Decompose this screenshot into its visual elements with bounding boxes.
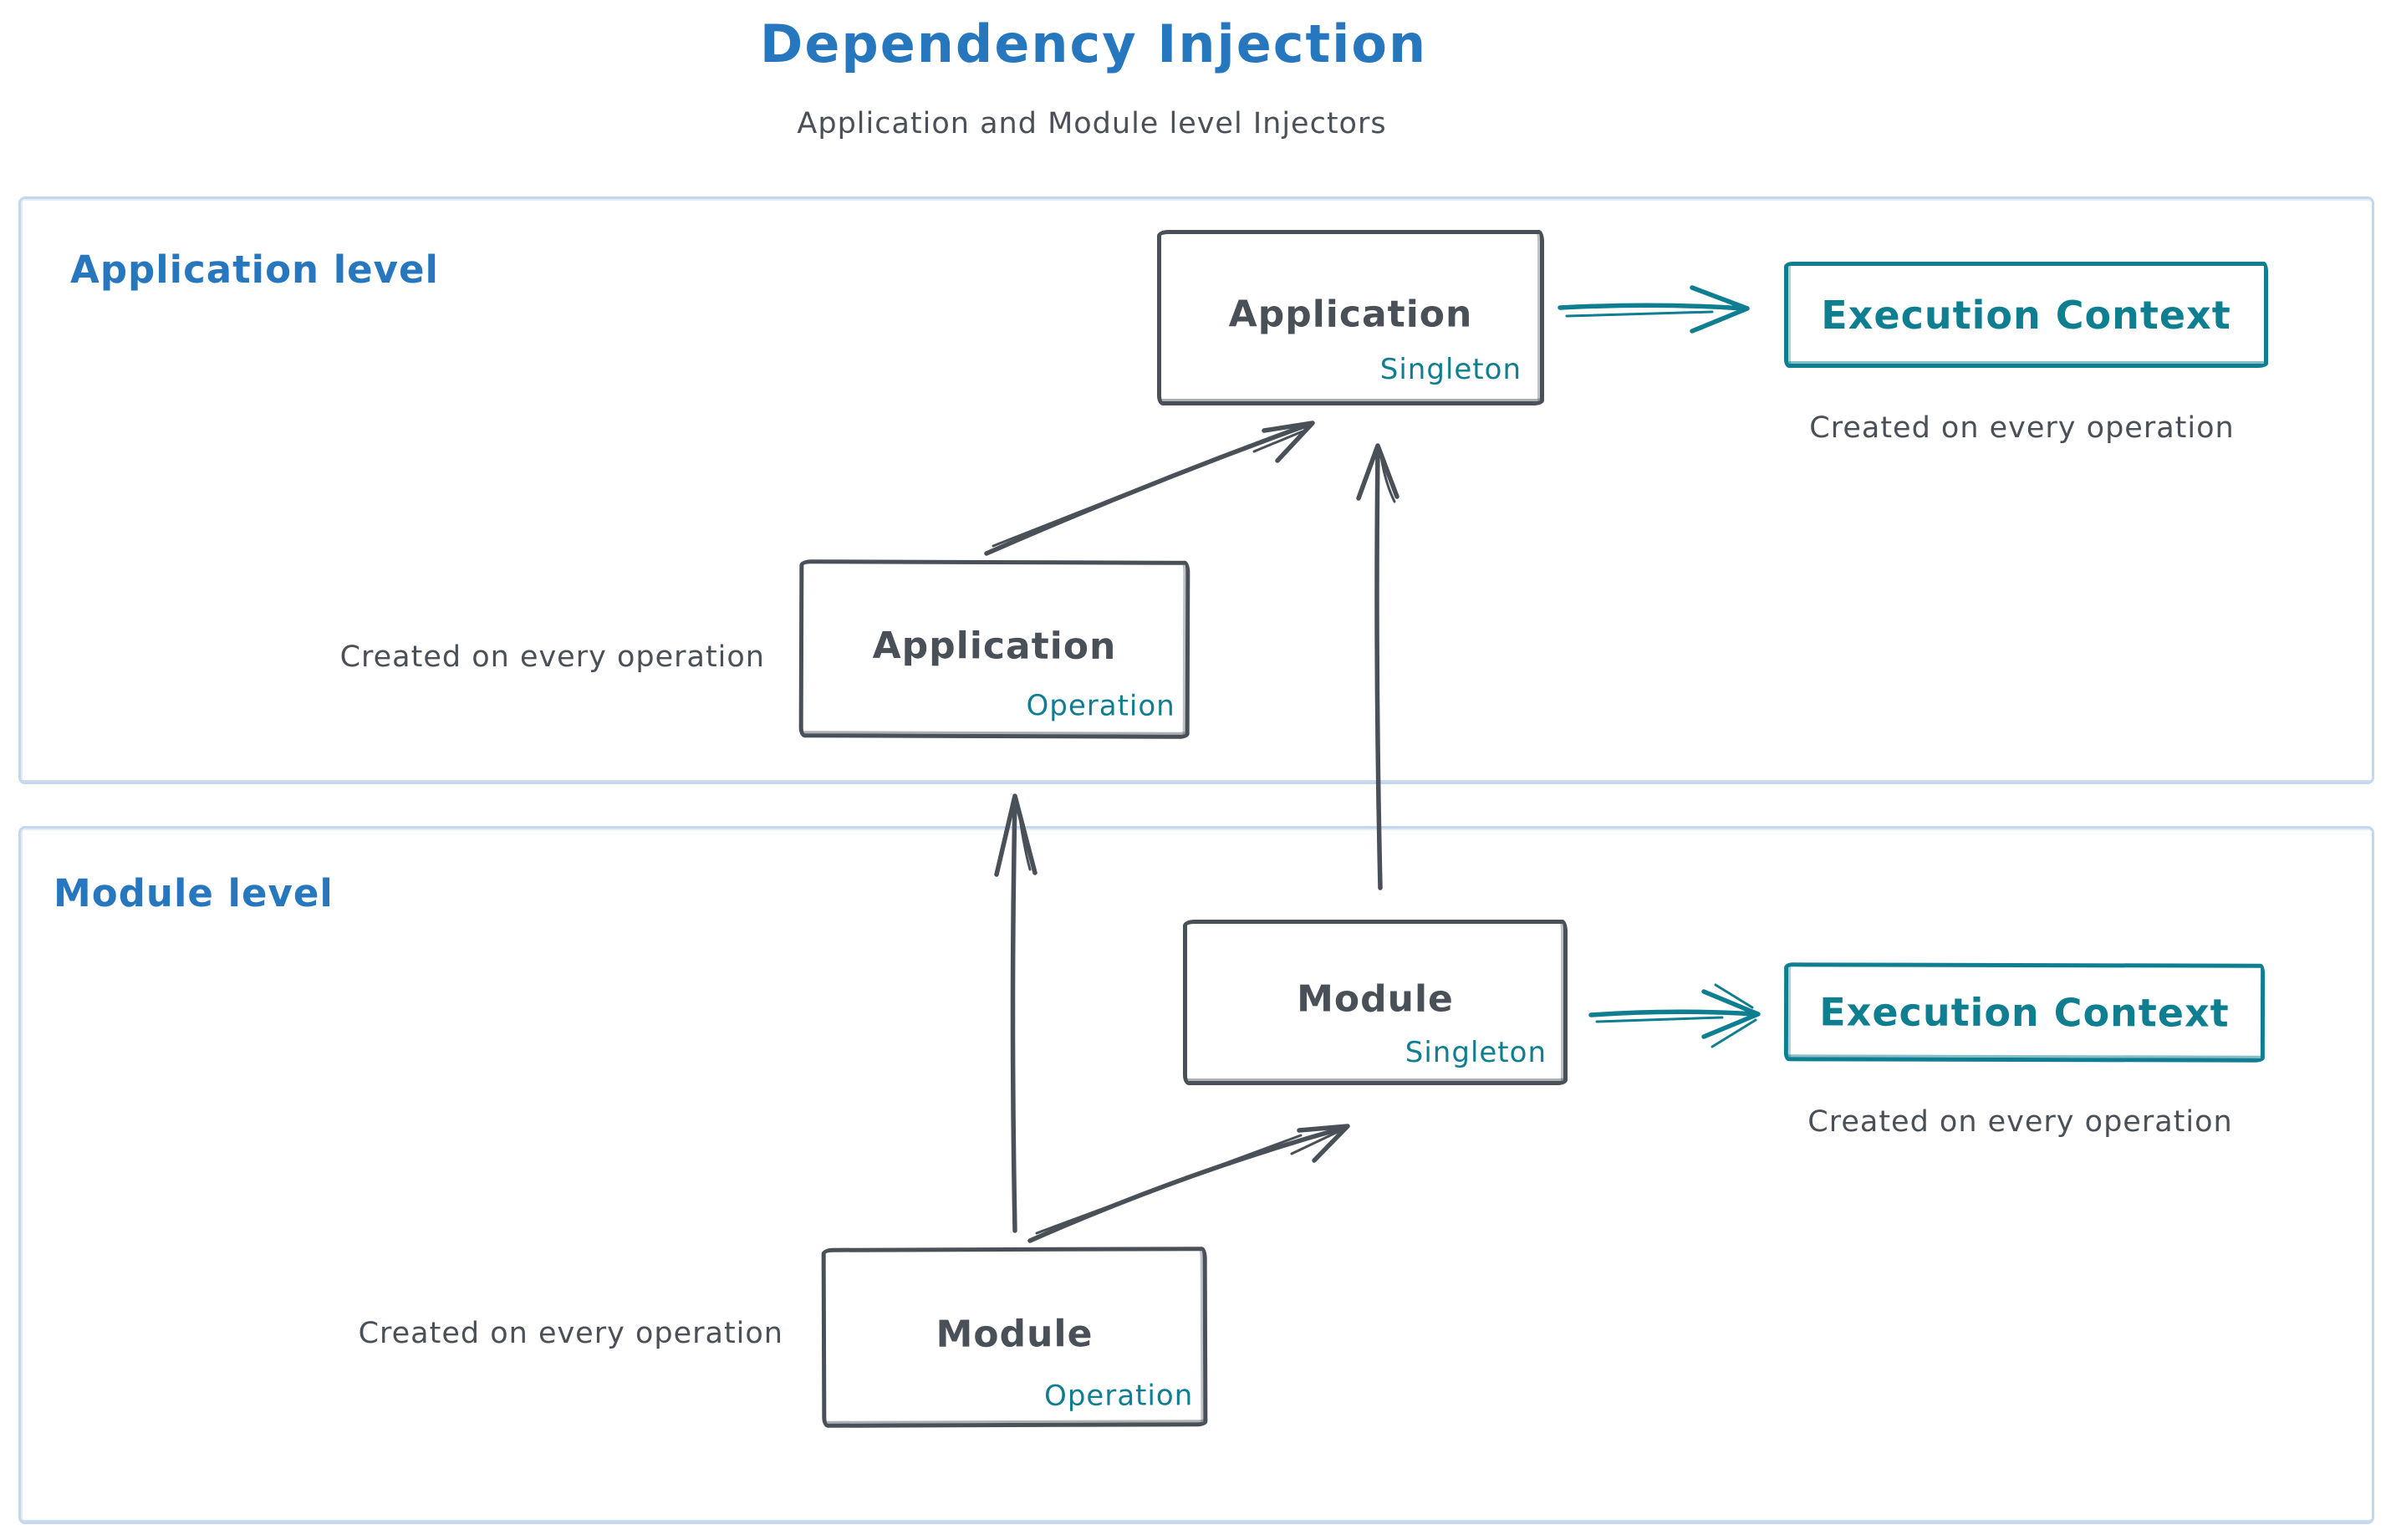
module-singleton-box: Module Singleton bbox=[1183, 920, 1568, 1085]
application-execution-context-note: Created on every operation bbox=[1809, 411, 2235, 445]
application-singleton-name: Application bbox=[1228, 293, 1473, 336]
module-operation-scope: Operation bbox=[1043, 1379, 1194, 1413]
application-operation-name: Application bbox=[872, 624, 1117, 668]
application-operation-scope: Operation bbox=[1026, 689, 1175, 723]
module-level-label: Module level bbox=[54, 871, 334, 915]
module-execution-context-box: Execution Context bbox=[1783, 962, 2266, 1063]
module-singleton-scope: Singleton bbox=[1405, 1036, 1547, 1069]
application-operation-box: Application Operation bbox=[798, 559, 1190, 739]
module-operation-box: Module Operation bbox=[821, 1247, 1208, 1428]
module-level-frame bbox=[18, 826, 2374, 1524]
application-execution-context-box: Execution Context bbox=[1784, 262, 2268, 368]
module-operation-name: Module bbox=[936, 1312, 1094, 1356]
module-execution-context-note: Created on every operation bbox=[1807, 1105, 2233, 1139]
module-execution-context-label: Execution Context bbox=[1819, 989, 2230, 1036]
diagram-title: Dependency Injection bbox=[759, 13, 1428, 74]
module-singleton-name: Module bbox=[1297, 977, 1454, 1021]
module-operation-note: Created on every operation bbox=[358, 1317, 783, 1350]
application-singleton-scope: Singleton bbox=[1379, 353, 1522, 386]
application-level-label: Application level bbox=[70, 247, 439, 292]
application-operation-note: Created on every operation bbox=[339, 640, 765, 674]
application-level-frame bbox=[18, 196, 2374, 784]
diagram-subtitle: Application and Module level Injectors bbox=[797, 107, 1387, 140]
application-execution-context-label: Execution Context bbox=[1821, 292, 2231, 338]
application-singleton-box: Application Singleton bbox=[1157, 230, 1544, 405]
